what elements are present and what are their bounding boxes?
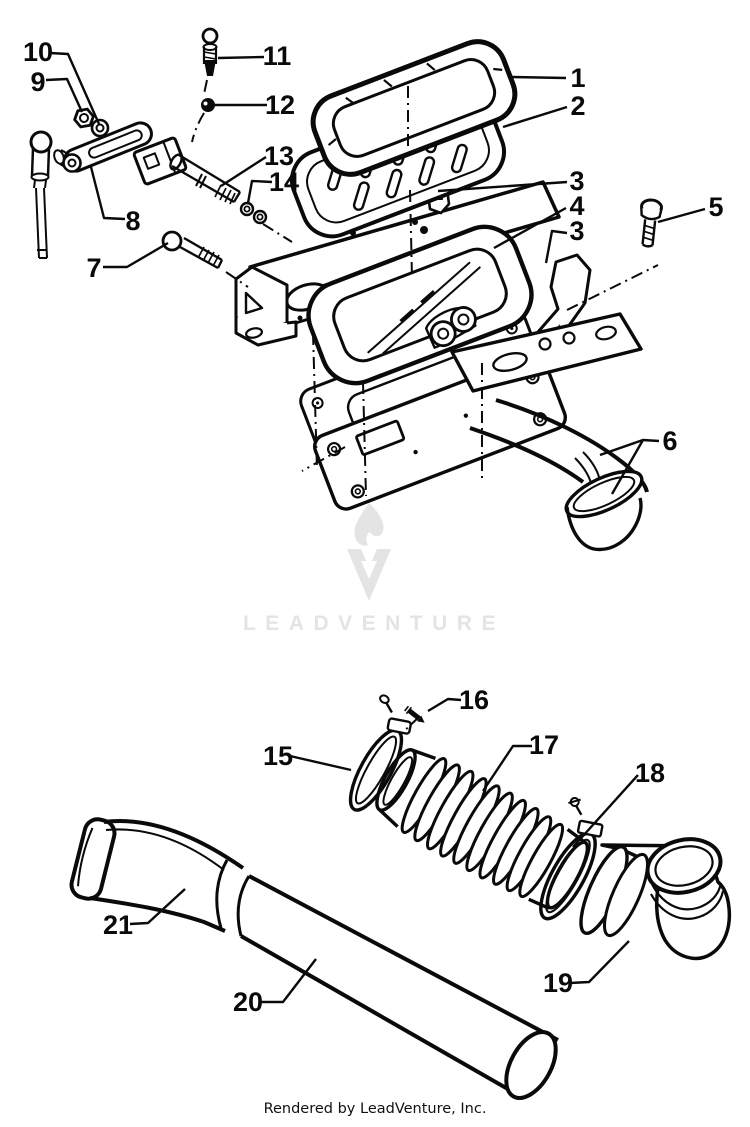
callout-label-9: 9 bbox=[30, 67, 45, 97]
callout-leader-21 bbox=[129, 888, 186, 926]
callout-label-18: 18 bbox=[635, 758, 665, 788]
cover-1 bbox=[310, 39, 518, 177]
callout-label-20: 20 bbox=[233, 987, 263, 1017]
bolt-7 bbox=[161, 230, 224, 270]
callout-label-17: 17 bbox=[529, 730, 559, 760]
choke-cable bbox=[29, 130, 53, 259]
callout-leader-14 bbox=[246, 179, 273, 204]
watermark-brand-text: LEADVENTURE bbox=[243, 612, 505, 635]
callout-label-3: 3 bbox=[569, 166, 584, 196]
callout-leader-7 bbox=[103, 241, 169, 269]
callout-leader-5 bbox=[657, 207, 706, 224]
callout-leader-4 bbox=[493, 206, 567, 250]
callout-leader-8 bbox=[89, 166, 126, 221]
callout-leader-2 bbox=[502, 105, 568, 129]
callout-leader-20 bbox=[261, 958, 317, 1004]
bolt-5 bbox=[640, 198, 663, 248]
callout-label-10: 10 bbox=[23, 37, 53, 67]
callout-label-3: 3 bbox=[569, 216, 584, 246]
callout-leader-17 bbox=[482, 744, 532, 792]
callout-leader-6 bbox=[610, 439, 645, 495]
callout-label-6: 6 bbox=[662, 426, 677, 456]
callout-leader-3 bbox=[437, 180, 568, 193]
lever-8 bbox=[53, 121, 153, 173]
housing-tray-4 bbox=[306, 224, 534, 386]
callout-label-16: 16 bbox=[459, 685, 489, 715]
ball-12 bbox=[201, 98, 215, 112]
callout-label-19: 19 bbox=[543, 968, 573, 998]
guide-lines bbox=[191, 79, 659, 736]
callout-leader-3 bbox=[544, 229, 568, 264]
washer-10 bbox=[90, 118, 110, 138]
shaft-13 bbox=[132, 136, 242, 205]
callout-leader-1 bbox=[511, 75, 567, 80]
callout-label-1: 1 bbox=[570, 63, 585, 93]
nut-9 bbox=[73, 107, 95, 129]
clamp-15 bbox=[348, 694, 412, 812]
flex-hose-17 bbox=[375, 748, 590, 910]
callout-label-11: 11 bbox=[263, 41, 292, 71]
callout-leader-9 bbox=[45, 77, 84, 113]
washers-14 bbox=[239, 201, 268, 225]
callout-label-13: 13 bbox=[264, 141, 294, 171]
intake-tube-20-21 bbox=[69, 817, 559, 1100]
callout-label-15: 15 bbox=[263, 741, 293, 771]
callout-label-12: 12 bbox=[265, 90, 295, 120]
callout-label-14: 14 bbox=[269, 167, 299, 197]
footer-credit: Rendered by LeadVenture, Inc. bbox=[263, 1101, 487, 1117]
callout-label-4: 4 bbox=[569, 191, 584, 221]
pin-11 bbox=[201, 27, 219, 76]
clamp-18 bbox=[539, 796, 604, 921]
top-assembly bbox=[29, 27, 663, 552]
air-cleaner-body bbox=[234, 180, 561, 347]
callout-label-7: 7 bbox=[86, 253, 101, 283]
callout-leader-15 bbox=[289, 754, 352, 772]
port-fitting bbox=[424, 306, 477, 349]
callout-leader-10 bbox=[49, 51, 101, 125]
side-rail bbox=[450, 312, 643, 393]
callout-label-21: 21 bbox=[103, 910, 133, 940]
callout-leader-11 bbox=[217, 55, 265, 60]
callout-label-5: 5 bbox=[708, 192, 723, 222]
outlet-duct-6 bbox=[469, 398, 649, 552]
callout-label-8: 8 bbox=[125, 206, 140, 236]
callout-leader-18 bbox=[572, 774, 639, 848]
bottom-assembly bbox=[69, 694, 732, 1100]
callout-leader-16 bbox=[427, 697, 462, 713]
elbow-19 bbox=[579, 837, 732, 961]
leadventure-watermark: LEADVENTURE bbox=[243, 503, 505, 635]
callout-leader-13 bbox=[220, 155, 267, 188]
logo-v-notch bbox=[361, 561, 377, 579]
flame-icon bbox=[354, 503, 384, 546]
callout-leader-19 bbox=[569, 940, 630, 985]
callout-label-2: 2 bbox=[570, 91, 585, 121]
callout-leader-6 bbox=[599, 438, 660, 457]
